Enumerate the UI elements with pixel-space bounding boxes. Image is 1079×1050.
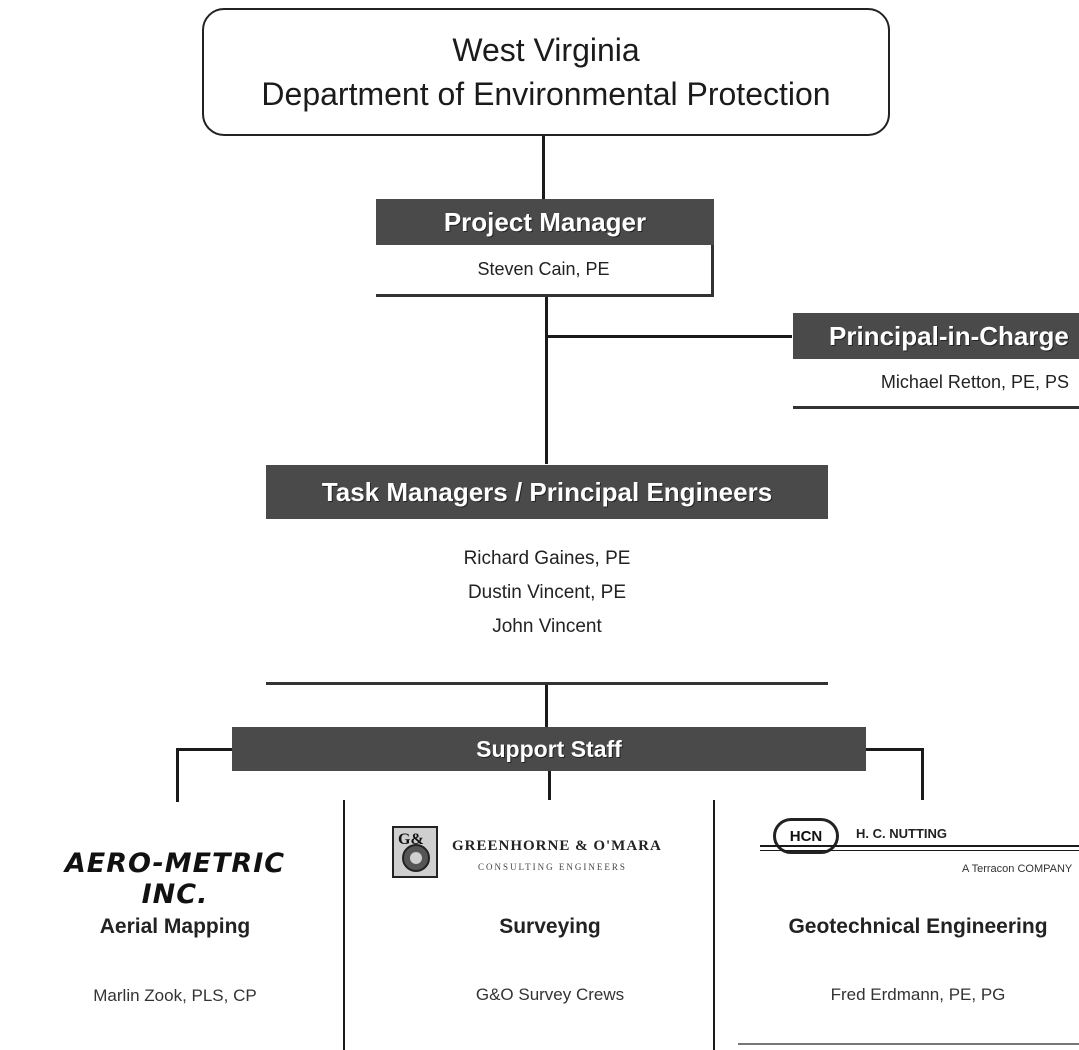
column-divider bbox=[713, 800, 715, 1050]
service-geotechnical: Geotechnical Engineering bbox=[788, 915, 1048, 938]
connector-support-left-h bbox=[176, 748, 232, 751]
project-manager-name: Steven Cain, PE bbox=[376, 245, 714, 297]
connector-support-right-v bbox=[921, 748, 924, 800]
hc-nutting-rule bbox=[760, 845, 1079, 847]
organization-box: West Virginia Department of Environmenta… bbox=[202, 8, 890, 136]
column-divider bbox=[343, 800, 345, 1050]
greenhorne-mark-text: G& bbox=[398, 831, 424, 848]
connector-support-right-h bbox=[866, 748, 924, 751]
greenhorne-logo-icon: G& bbox=[394, 828, 436, 876]
connector-root-to-pm bbox=[542, 136, 545, 200]
connector-pm-to-task bbox=[545, 296, 548, 464]
person-name: Richard Gaines, PE bbox=[463, 548, 631, 569]
person-name: Dustin Vincent, PE bbox=[467, 582, 627, 603]
service-surveying: Surveying bbox=[499, 915, 601, 938]
hc-nutting-logo-text: H. C. NUTTING bbox=[856, 826, 947, 841]
connector-support-left-v bbox=[176, 748, 179, 802]
contact-surveying: G&O Survey Crews bbox=[475, 985, 625, 1004]
greenhorne-logo-subtext: CONSULTING ENGINEERS bbox=[478, 862, 627, 872]
hc-nutting-rule bbox=[760, 850, 1079, 851]
contact-geotechnical: Fred Erdmann, PE, PG bbox=[830, 985, 1006, 1004]
column-base-line bbox=[738, 1043, 1079, 1045]
greenhorne-logo-text: GREENHORNE & O'MARA bbox=[452, 838, 662, 854]
support-staff-title: Support Staff bbox=[232, 727, 866, 771]
principal-in-charge-title: Principal-in-Charge bbox=[793, 313, 1079, 359]
project-manager-title: Project Manager bbox=[376, 199, 714, 245]
contact-aerial-mapping: Marlin Zook, PLS, CP bbox=[93, 986, 257, 1005]
connector-task-to-support bbox=[545, 684, 548, 728]
person-name: John Vincent bbox=[492, 616, 602, 637]
task-managers-box bbox=[266, 519, 828, 685]
principal-in-charge-name: Michael Retton, PE, PS bbox=[793, 359, 1079, 409]
task-managers-title: Task Managers / Principal Engineers bbox=[266, 465, 828, 519]
organization-name-line1: West Virginia bbox=[452, 32, 640, 68]
connector-support-mid-v bbox=[548, 770, 551, 800]
connector-principal bbox=[546, 335, 792, 338]
hc-nutting-logo-mark: HCN bbox=[773, 818, 839, 854]
aero-metric-logo: AERO-METRIC INC. bbox=[64, 848, 286, 910]
service-aerial-mapping: Aerial Mapping bbox=[99, 915, 251, 938]
hc-nutting-logo-subtext: A Terracon COMPANY bbox=[962, 863, 1073, 875]
organization-name-line2: Department of Environmental Protection bbox=[261, 76, 831, 112]
task-managers-people: Richard Gaines, PE Dustin Vincent, PE Jo… bbox=[266, 542, 828, 644]
greenhorne-logo-mark: G& bbox=[392, 826, 438, 878]
